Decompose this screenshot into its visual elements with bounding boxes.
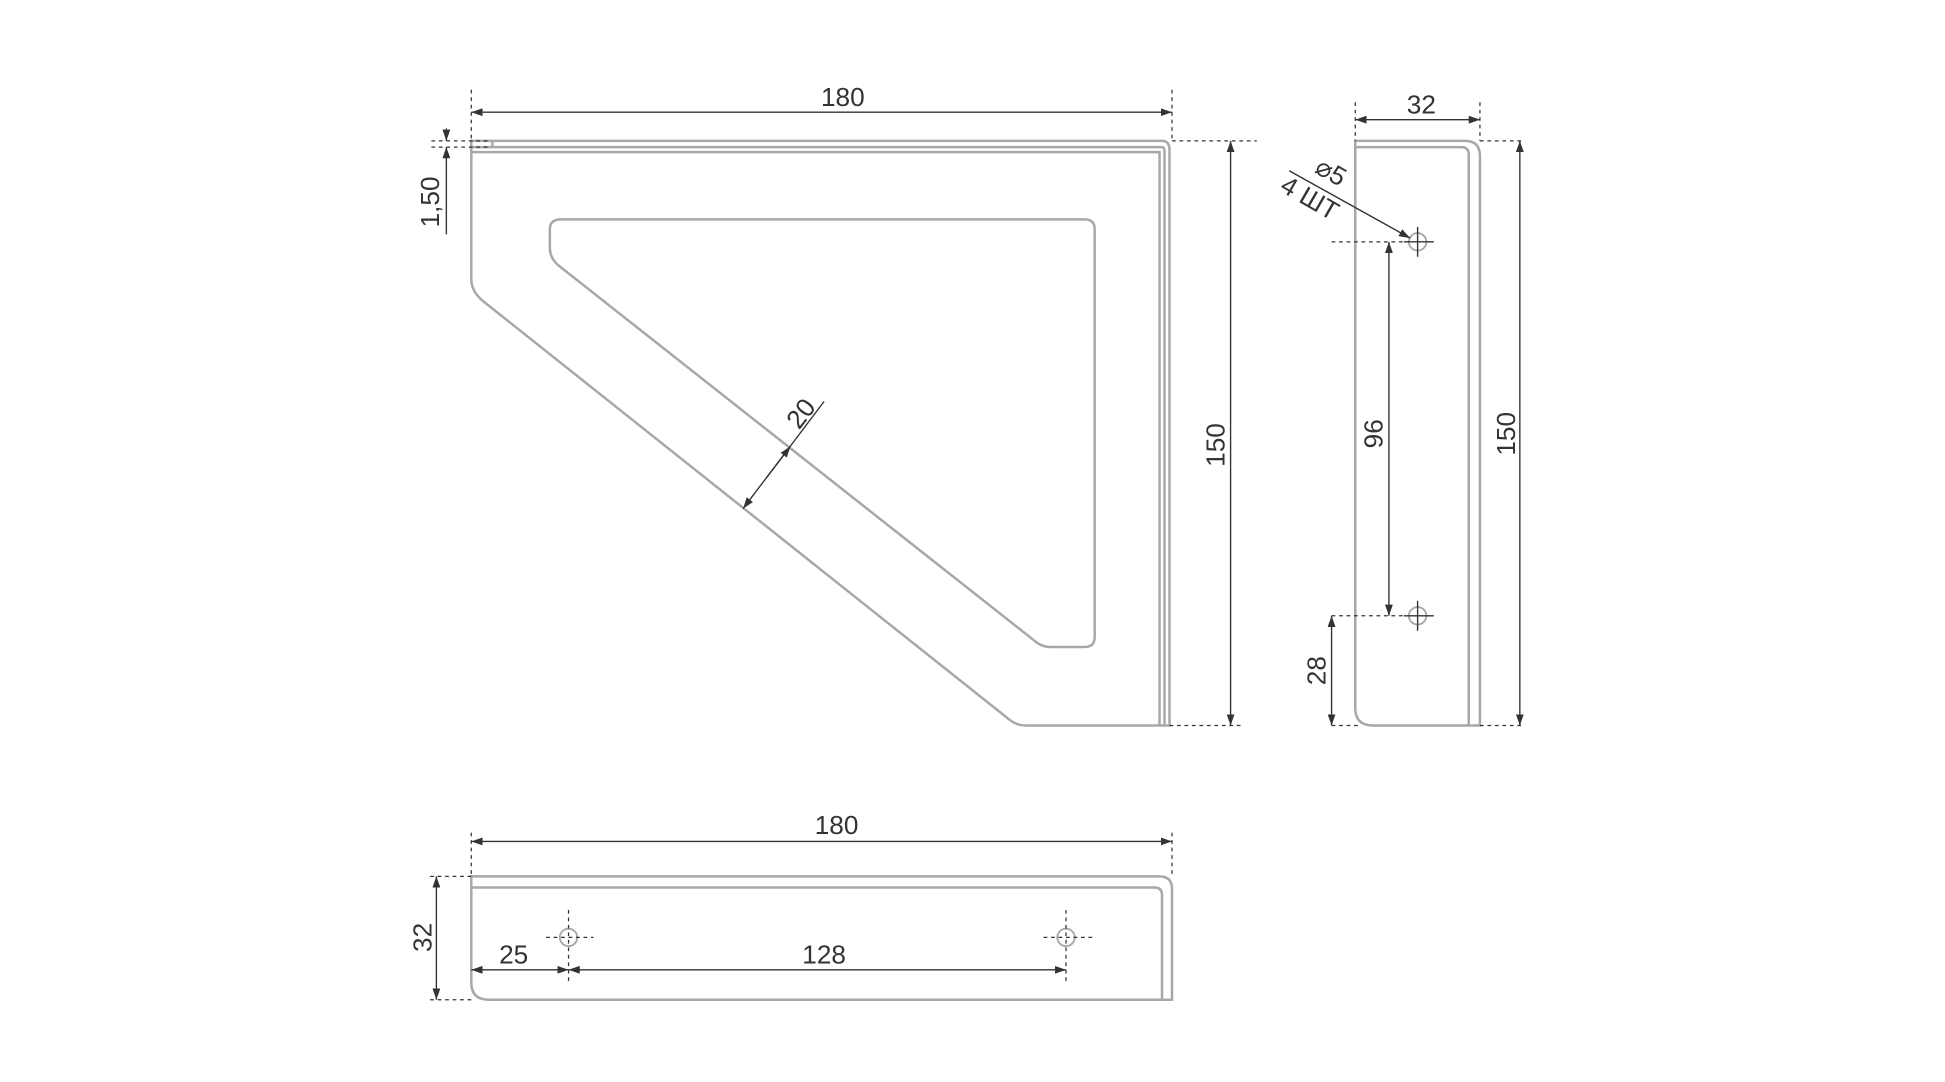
cutout-outline — [548, 218, 1096, 649]
dim-height-150: 150 — [1200, 423, 1230, 467]
dim-rib-20: 20 — [780, 393, 822, 434]
dim-width-180: 180 — [821, 82, 865, 112]
dim-hole-spacing-96: 96 — [1359, 419, 1389, 448]
bracket-outline — [470, 139, 1171, 727]
hole-icon — [1403, 600, 1434, 631]
dim-height-150: 150 — [1491, 412, 1521, 456]
hole-icon — [1403, 226, 1434, 257]
dim-hole-offset-25: 25 — [499, 940, 528, 970]
dim-width-32: 32 — [407, 923, 437, 952]
end-view: 32 150 96 28 ⌀5 4 ШТ — [1276, 89, 1524, 727]
hole-icon — [546, 909, 594, 985]
dim-hole-offset-28: 28 — [1301, 656, 1331, 685]
dim-thickness: 1,50 — [415, 176, 445, 227]
top-view: 180 32 25 128 — [407, 810, 1174, 1001]
side-view: 180 150 1,50 20 — [415, 82, 1257, 727]
dim-width-32: 32 — [1407, 89, 1436, 119]
dim-length-180: 180 — [815, 810, 859, 840]
dim-hole-spacing-128: 128 — [802, 940, 846, 970]
hole-icon — [1043, 909, 1094, 985]
